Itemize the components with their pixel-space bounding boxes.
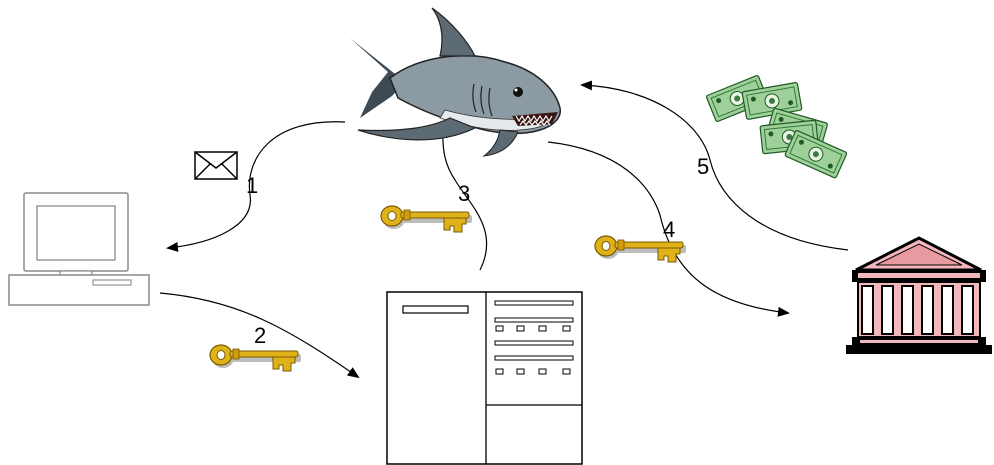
bank-icon (846, 236, 992, 354)
arrow-step-1 (166, 121, 346, 252)
money-icon (705, 74, 848, 179)
step-number-5: 5 (697, 154, 709, 179)
arrow-step-5 (580, 80, 849, 251)
shark-icon (350, 7, 561, 157)
web-form-icon (386, 291, 583, 465)
step-number-4: 4 (663, 217, 675, 242)
step-number-3: 3 (458, 181, 470, 206)
arrow-step-3 (437, 126, 488, 271)
step-number-2: 2 (254, 323, 266, 348)
step-number-1: 1 (246, 173, 258, 198)
arrow-step-2 (159, 292, 360, 379)
envelope-icon (194, 151, 238, 180)
key-icon-step-3 (380, 205, 473, 233)
computer-icon (8, 192, 150, 306)
arrow-step-4 (547, 141, 790, 317)
key-icon-step-2 (209, 344, 302, 372)
